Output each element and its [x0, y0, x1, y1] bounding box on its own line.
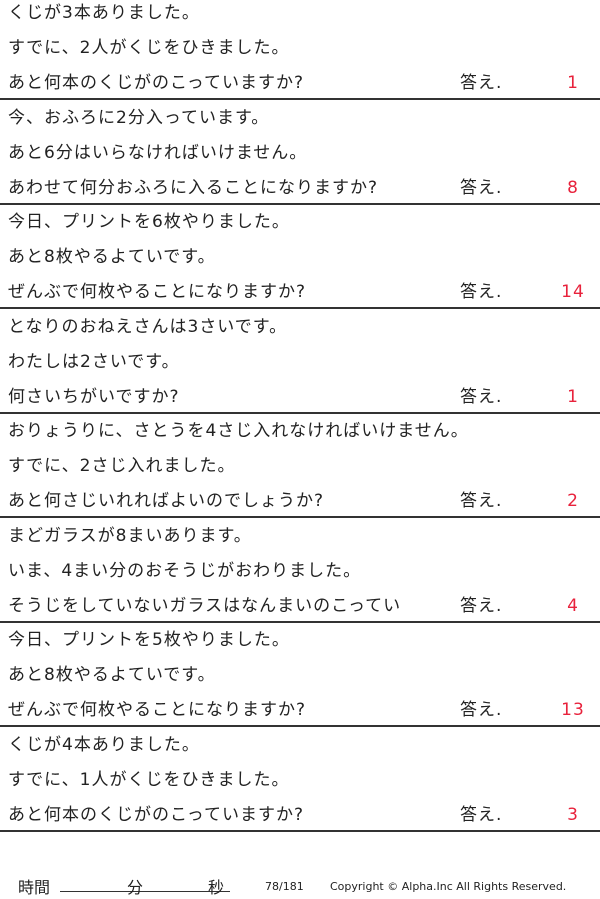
answer-label: 答え.	[460, 491, 503, 511]
answer-label: 答え.	[460, 177, 503, 198]
time-blank-line	[60, 891, 230, 892]
answer-value: 14	[561, 282, 585, 302]
answer-label: 答え.	[460, 804, 503, 825]
problem-statement: くじが4本ありました。	[8, 734, 200, 755]
answer-value: 3	[567, 804, 579, 825]
problem-7: 今日、プリントを5枚やりました。 あと8枚やるよていです。 ぜんぶで何枚やること…	[0, 627, 600, 732]
divider	[0, 725, 600, 727]
problem-statement: くじが3本ありました。	[8, 3, 200, 23]
question-text: あわせて何分おふろに入ることになりますか?	[8, 177, 379, 198]
problem-3: 今日、プリントを6枚やりました。 あと8枚やるよていです。 ぜんぶで何枚やること…	[0, 209, 600, 314]
minutes-label: 分	[127, 878, 144, 897]
seconds-label: 秒	[208, 878, 225, 897]
problem-8: くじが4本ありました。 すでに、1人がくじをひきました。 あと何本のくじがのこっ…	[0, 732, 600, 837]
problem-statement: 今日、プリントを5枚やりました。	[8, 630, 290, 650]
question-text: ぜんぶで何枚やることになりますか?	[8, 700, 307, 720]
problem-statement: あと6分はいらなければいけません。	[8, 142, 308, 163]
answer-value: 13	[561, 700, 585, 720]
answer-value: 8	[567, 177, 579, 198]
footer: 時間 分 秒 78/181 Copyright © Alpha.Inc All …	[0, 868, 600, 899]
answer-value: 1	[567, 73, 579, 93]
worksheet: くじが3本ありました。 すでに、2人がくじをひきました。 あと何本のくじがのこっ…	[0, 0, 600, 837]
problem-statement: わたしは2さいです。	[8, 351, 180, 372]
answer-value: 1	[567, 386, 579, 407]
problem-statement: すでに、2人がくじをひきました。	[8, 38, 290, 58]
page-number: 78/181	[265, 880, 304, 893]
question-text: あと何さじいれればよいのでしょうか?	[8, 491, 325, 511]
problem-statement: 今、おふろに2分入っています。	[8, 107, 270, 128]
divider	[0, 98, 600, 100]
problem-1: くじが3本ありました。 すでに、2人がくじをひきました。 あと何本のくじがのこっ…	[0, 0, 600, 105]
time-label: 時間	[18, 878, 51, 897]
problem-statement: あと8枚やるよていです。	[8, 665, 216, 685]
copyright: Copyright © Alpha.Inc All Rights Reserve…	[330, 880, 567, 893]
divider	[0, 202, 600, 205]
answer-value: 4	[567, 595, 579, 616]
problem-statement: あと8枚やるよていです。	[8, 247, 216, 267]
problem-statement: すでに、2さじ入れました。	[8, 456, 236, 476]
problem-statement: すでに、1人がくじをひきました。	[8, 769, 290, 790]
question-text: あと何本のくじがのこっていますか?	[8, 73, 304, 93]
divider	[0, 411, 600, 414]
answer-value: 2	[567, 491, 579, 511]
answer-label: 答え.	[460, 386, 503, 407]
question-text: あと何本のくじがのこっていますか?	[8, 804, 304, 825]
divider	[0, 307, 600, 309]
problem-statement: おりょうりに、さとうを4さじ入れなければいけません。	[8, 421, 469, 441]
problem-2: 今、おふろに2分入っています。 あと6分はいらなければいけません。 あわせて何分…	[0, 105, 600, 210]
problem-statement: まどガラスが8まいあります。	[8, 525, 252, 546]
answer-label: 答え.	[460, 700, 503, 720]
problem-6: まどガラスが8まいあります。 いま、4まい分のおそうじがおわりました。 そうじを…	[0, 523, 600, 628]
divider	[0, 829, 600, 832]
question-text: ぜんぶで何枚やることになりますか?	[8, 282, 307, 302]
problem-statement: となりのおねえさんは3さいです。	[8, 316, 288, 337]
problem-4: となりのおねえさんは3さいです。 わたしは2さいです。 何さいちがいですか? 答…	[0, 314, 600, 419]
answer-label: 答え.	[460, 282, 503, 302]
question-text: そうじをしていないガラスはなんまいのこってい	[8, 595, 402, 616]
answer-label: 答え.	[460, 73, 503, 93]
problem-statement: いま、4まい分のおそうじがおわりました。	[8, 560, 362, 581]
question-text: 何さいちがいですか?	[8, 386, 180, 407]
divider	[0, 620, 600, 623]
answer-label: 答え.	[460, 595, 503, 616]
problem-5: おりょうりに、さとうを4さじ入れなければいけません。 すでに、2さじ入れました。…	[0, 418, 600, 523]
problem-statement: 今日、プリントを6枚やりました。	[8, 212, 290, 232]
divider	[0, 516, 600, 518]
